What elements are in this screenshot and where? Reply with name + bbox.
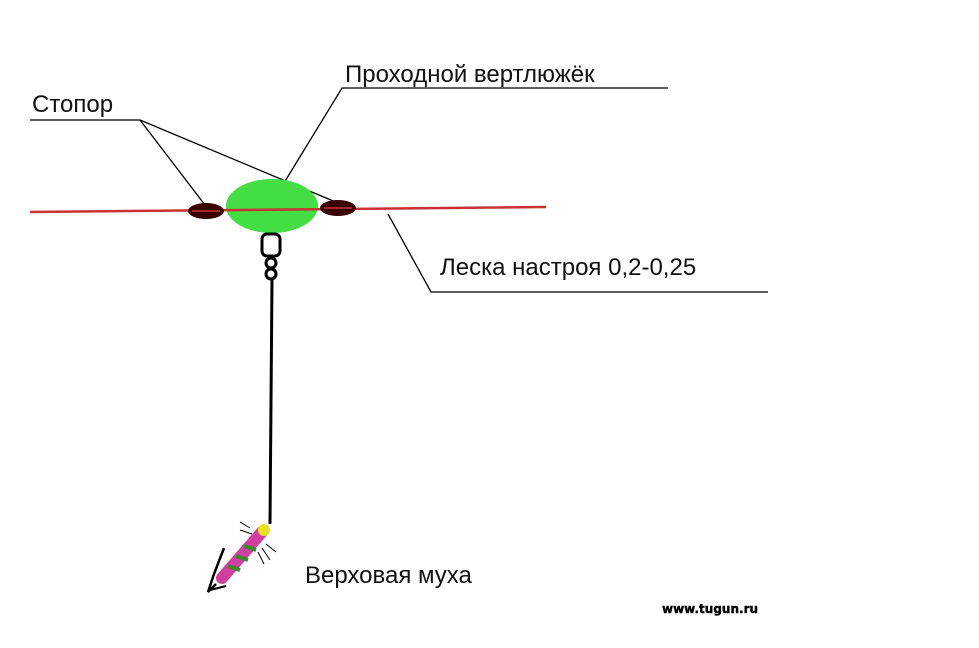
fly-hook [206,547,226,593]
swivel-hardware [260,232,282,281]
swivel-ring-2 [264,267,278,281]
stopper-pointer-line [30,119,206,206]
label-swivel: Проходной вертлюжёк [345,61,595,88]
swivel-eye [260,232,282,258]
main-line [29,205,547,214]
swivel-float [226,179,318,233]
label-stopper: Стопор [32,91,113,118]
fly-leader [268,278,274,525]
label-line: Леска настроя 0,2-0,25 [440,254,696,281]
fly-bottom [209,585,227,591]
watermark: www.tugun.ru [662,602,758,616]
fly-rib-1 [235,554,249,562]
label-fly: Верховая муха [305,562,473,589]
fly-hackle [239,521,277,565]
fly-rib-2 [227,564,241,572]
fly-body [216,526,268,584]
swivel-ring-1 [264,256,278,270]
fly-rib-3 [243,544,257,552]
fly-head [258,524,270,536]
swivel-pointer-line [275,87,668,197]
fly-icon [206,521,277,593]
line-pointer-line [387,213,768,293]
